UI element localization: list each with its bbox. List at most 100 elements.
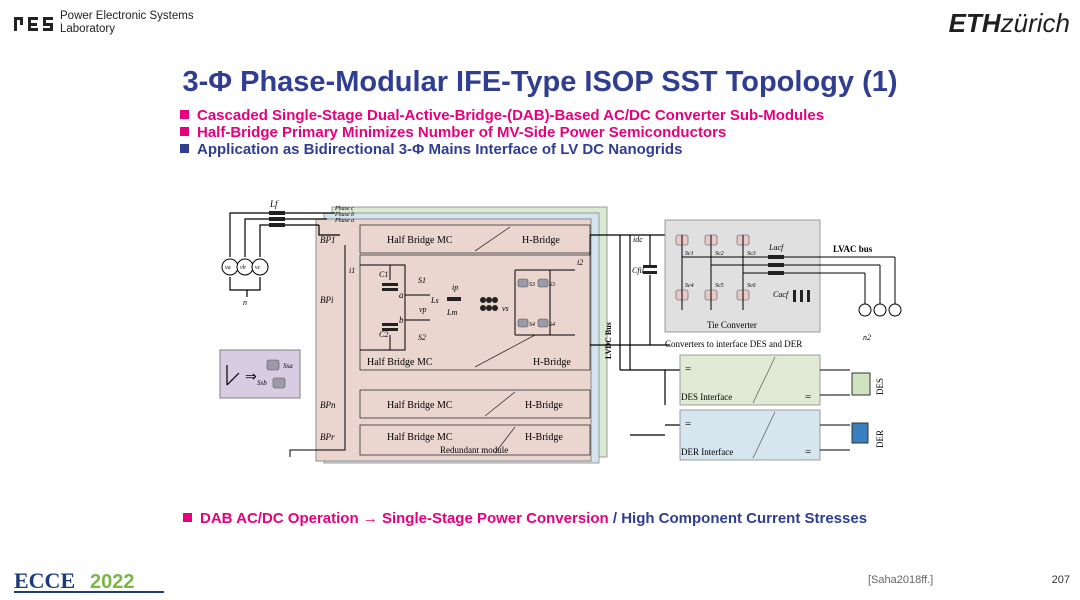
bp-label-i: BPi	[320, 295, 334, 305]
tie-converter-label: Tie Converter	[707, 320, 757, 330]
bottom-separator: /	[608, 510, 622, 527]
phase-a-label: Phase a	[334, 218, 354, 224]
n2-label: n2	[863, 333, 871, 342]
solar-panel-icon	[851, 422, 869, 444]
bullet-marker	[180, 127, 189, 136]
bottom-statement: DAB AC/DC Operation → Single-Stage Power…	[183, 510, 867, 527]
bullet-item: Application as Bidirectional 3-Φ Mains I…	[180, 141, 824, 158]
sc6-label: Sc6	[747, 283, 756, 289]
filter-label: Lf	[269, 199, 279, 209]
bp-label-n: BPn	[320, 400, 336, 410]
module-main-right: H-Bridge	[533, 357, 571, 368]
sc3-label: Sc3	[747, 251, 756, 257]
module-r-right: H-Bridge	[525, 432, 563, 443]
der-interface-label: DER Interface	[681, 447, 733, 457]
input-wiring	[229, 212, 340, 297]
phase-b-label: Phase b	[334, 212, 354, 218]
lvac-bus-label: LVAC bus	[833, 244, 873, 254]
module-n	[359, 389, 591, 419]
des-interface-box	[679, 354, 821, 406]
reference: [Saha2018ff.]	[868, 574, 934, 586]
cacf-caps	[793, 290, 810, 302]
bullet-text: Application as Bidirectional 3-Φ Mains I…	[197, 141, 683, 158]
ls-label: Ls	[430, 296, 439, 305]
voltage-sources	[221, 258, 269, 276]
s1-label: S1	[418, 276, 426, 285]
bottom-navy-text: High Component Current Stresses	[621, 510, 868, 527]
lacf-label: Lacf	[768, 243, 785, 252]
interface-wiring	[820, 369, 850, 451]
der-equals-out: =	[805, 446, 811, 458]
module-top-left: Half Bridge MC	[387, 235, 453, 246]
filter-inductors	[269, 211, 285, 227]
module-redundant	[359, 424, 591, 456]
cfil-label: Cfil	[632, 266, 645, 275]
sc5-label: Sc5	[715, 283, 724, 289]
bullet-marker	[180, 110, 189, 119]
module-r-left: Half Bridge MC	[387, 432, 453, 443]
bullet-marker	[183, 513, 192, 522]
bullet-list: Cascaded Single-Stage Dual-Active-Bridge…	[180, 107, 824, 158]
i2-label: i2	[577, 258, 583, 267]
ac-sources	[858, 303, 902, 317]
ip-label: ip	[452, 283, 458, 292]
source-a: va	[225, 265, 231, 271]
phase-c-label: Phase c	[334, 206, 354, 212]
ecce-2022-logo: ECCE 2022	[14, 568, 164, 593]
module-top-right: H-Bridge	[522, 235, 560, 246]
bp-label-r: BPr	[320, 432, 335, 442]
sc2-label: Sc2	[715, 251, 724, 257]
bp-label-1: BP1	[320, 235, 336, 245]
bullet-item: Half-Bridge Primary Minimizes Number of …	[180, 124, 824, 141]
dc-bus	[590, 234, 680, 436]
vs-label: vs	[502, 304, 509, 313]
der-equals-in: =	[685, 418, 691, 430]
c1-label: C1	[379, 270, 388, 279]
hbridge-switches	[517, 278, 549, 328]
module-n-right: H-Bridge	[525, 400, 563, 411]
ssb-label: Ssb	[257, 379, 267, 387]
vp-label: vp	[419, 305, 427, 314]
source-c: vc	[255, 265, 261, 271]
arrow-symbol: ⇒	[245, 370, 257, 385]
eth-logo: ETHzürich	[949, 8, 1070, 39]
s4a-label: S4	[529, 321, 535, 328]
lvdc-bus-label: LVDC Bus	[604, 322, 613, 359]
transformer	[447, 297, 498, 311]
module-top	[359, 224, 591, 254]
neutral-label: n	[243, 298, 247, 307]
node-a: a	[399, 290, 404, 300]
source-b: vb	[240, 265, 246, 271]
des-equals-out: =	[805, 391, 811, 403]
sst-topology-diagram: Phase c Phase b Phase a Lf va vb vc n Ha…	[219, 199, 902, 464]
lab-name: Power Electronic Systems Laboratory	[60, 10, 194, 36]
der-label: DER	[875, 430, 885, 448]
module-main	[359, 254, 591, 371]
s2-label: S2	[418, 333, 426, 342]
sc1-label: Sc1	[685, 251, 694, 257]
ssa-label: Ssa	[283, 362, 293, 370]
pes-logo	[14, 17, 53, 31]
svg-text:ECCE: ECCE	[14, 568, 75, 593]
eth-logo-light: zürich	[1000, 8, 1070, 38]
der-interface-box	[679, 409, 821, 461]
des-interface-label: DES Interface	[681, 392, 732, 402]
module-n-left: Half Bridge MC	[387, 400, 453, 411]
lacf-inductors	[768, 255, 784, 275]
redundant-label: Redundant module	[440, 445, 508, 455]
sc4-label: Sc4	[685, 282, 694, 289]
switch-symbol-box	[219, 349, 301, 399]
i1-label: i1	[349, 266, 355, 275]
return-wire	[289, 395, 346, 457]
lab-name-line2: Laboratory	[60, 23, 115, 35]
page-number: 207	[1051, 574, 1070, 586]
s3a-label: S3	[529, 282, 535, 288]
c2-label: C2	[379, 330, 388, 339]
des-equals-in: =	[685, 363, 691, 375]
bottom-pink-text: DAB AC/DC Operation → Single-Stage Power…	[200, 510, 609, 527]
node-b: b	[399, 315, 404, 325]
eth-logo-bold: ETH	[948, 8, 1001, 38]
cacf-label: Cacf	[773, 290, 790, 299]
module-main-left: Half Bridge MC	[367, 357, 433, 368]
lm-label: Lm	[446, 308, 457, 317]
